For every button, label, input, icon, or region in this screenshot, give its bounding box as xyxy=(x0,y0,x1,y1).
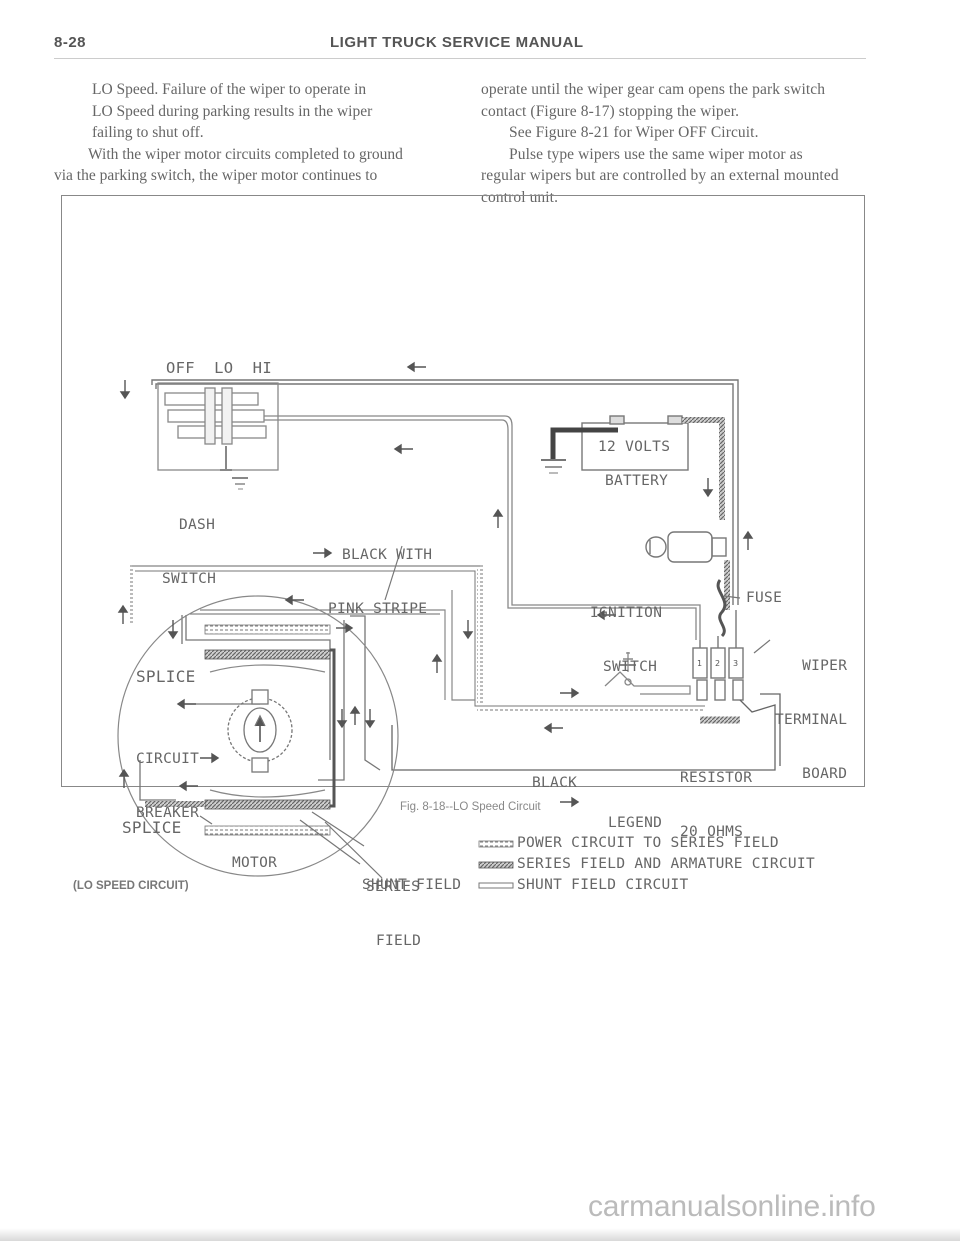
figure-caption: Fig. 8-18--LO Speed Circuit xyxy=(400,801,541,813)
wiper-board-label-line: WIPER xyxy=(802,658,848,674)
paragraph-line: via the parking switch, the wiper motor … xyxy=(54,167,378,184)
wire-color-label: BLACK WITH PINK STRIPE xyxy=(328,510,432,636)
legend-item: POWER CIRCUIT TO SERIES FIELD xyxy=(517,835,779,851)
power-wire xyxy=(264,415,701,640)
legend-item: SHUNT FIELD CIRCUIT xyxy=(517,877,689,893)
park-switch-symbol xyxy=(604,652,691,695)
wire-color-label-line: BLACK WITH xyxy=(342,547,433,563)
wiper-board-label-line: TERMINAL xyxy=(775,712,848,728)
series-wire xyxy=(139,615,381,801)
page-edge-shadow xyxy=(0,1228,960,1241)
body-text-left: LO Speed. Failure of the wiper to operat… xyxy=(54,79,452,187)
legend-swatches xyxy=(478,840,514,889)
wiper-board-label-line: BOARD xyxy=(802,766,848,782)
ignition-switch-label: IGNITION SWITCH xyxy=(590,568,662,694)
fuse-label: FUSE xyxy=(746,590,783,606)
black-wire-label: BLACK xyxy=(532,775,578,791)
splice-label-bottom: SPLICE xyxy=(122,818,182,837)
series-field-label-line: SERIES xyxy=(366,879,421,895)
shunt-field-wire xyxy=(151,379,739,605)
paragraph-line: LO Speed. Failure of the wiper to operat… xyxy=(92,81,367,98)
resistor-label: RESISTOR 20 OHMS xyxy=(680,733,752,859)
battery-label: BATTERY xyxy=(605,473,669,489)
splice-label-top: SPLICE xyxy=(136,667,196,686)
circuit-breaker-label-line: CIRCUIT xyxy=(136,751,200,767)
paragraph-line: With the wiper motor circuits completed … xyxy=(88,145,403,163)
paragraph-line: See Figure 8-21 for Wiper OFF Circuit. xyxy=(509,124,759,141)
terminal-number: 3 xyxy=(733,659,739,668)
dash-switch xyxy=(157,382,279,490)
legend-item: SERIES FIELD AND ARMATURE CIRCUIT xyxy=(517,856,815,872)
body-text-right: operate until the wiper gear cam opens t… xyxy=(481,79,871,208)
legend-title: LEGEND xyxy=(608,815,663,831)
dash-switch-label: DASH SWITCH xyxy=(162,480,216,606)
header-rule xyxy=(54,58,866,59)
ignition-switch-label-line: IGNITION xyxy=(590,605,663,621)
ignition-switch-label-line: SWITCH xyxy=(603,659,658,675)
paragraph-line: regular wipers but are controlled by an … xyxy=(481,167,839,184)
series-field-label: SERIES FIELD xyxy=(366,842,421,968)
resistor-symbol xyxy=(391,693,781,771)
watermark: carmanualsonline.info xyxy=(588,1190,876,1223)
wiper-terminal-board xyxy=(692,610,744,701)
series-field-label-line: FIELD xyxy=(376,933,422,949)
field-coil-top xyxy=(204,624,331,673)
wiper-terminal-board-label: WIPER TERMINAL BOARD xyxy=(775,621,847,801)
dash-switch-label-line: SWITCH xyxy=(162,571,217,587)
paragraph-line: control unit. xyxy=(481,188,559,206)
shunt-field-label: SHUNT FIELD xyxy=(362,877,462,893)
black-pink-stripe-wire xyxy=(129,563,705,713)
page-title: LIGHT TRUCK SERVICE MANUAL xyxy=(330,34,584,51)
switch-positions-label: OFF LO HI xyxy=(166,359,272,377)
resistor-label-line: RESISTOR xyxy=(680,770,753,786)
wire-color-label-line: PINK STRIPE xyxy=(328,601,428,617)
diagram-frame xyxy=(61,195,865,787)
motor-label: MOTOR xyxy=(232,855,278,871)
armature-symbol xyxy=(227,689,293,773)
battery-volts-label: 12 VOLTS xyxy=(598,439,671,455)
field-coil-bottom xyxy=(145,648,336,836)
paragraph-line: contact (Figure 8-17) stopping the wiper… xyxy=(481,102,740,120)
resistor-label-line: 20 OHMS xyxy=(680,824,744,840)
terminal-number: 1 xyxy=(697,659,703,668)
battery-symbol xyxy=(541,415,725,520)
label-leaders xyxy=(199,545,771,879)
fuse-symbol xyxy=(716,579,727,638)
current-flow-arrows xyxy=(117,361,754,808)
circuit-name-label: (LO SPEED CIRCUIT) xyxy=(73,880,189,892)
paragraph-line: LO Speed during parking results in the w… xyxy=(92,102,373,120)
circuit-breaker-label-line: BREAKER xyxy=(136,805,200,821)
ignition-switch-symbol xyxy=(645,531,730,610)
dash-switch-label-line: DASH xyxy=(179,517,216,533)
paragraph-line: operate until the wiper gear cam opens t… xyxy=(481,81,826,98)
terminal-number: 2 xyxy=(715,659,721,668)
motor-outline xyxy=(117,595,399,877)
page-number: 8-28 xyxy=(54,34,87,51)
circuit-breaker-label: CIRCUIT BREAKER xyxy=(136,714,199,840)
paragraph-line: Pulse type wipers use the same wiper mot… xyxy=(509,145,803,163)
paragraph-line: failing to shut off. xyxy=(92,124,204,141)
